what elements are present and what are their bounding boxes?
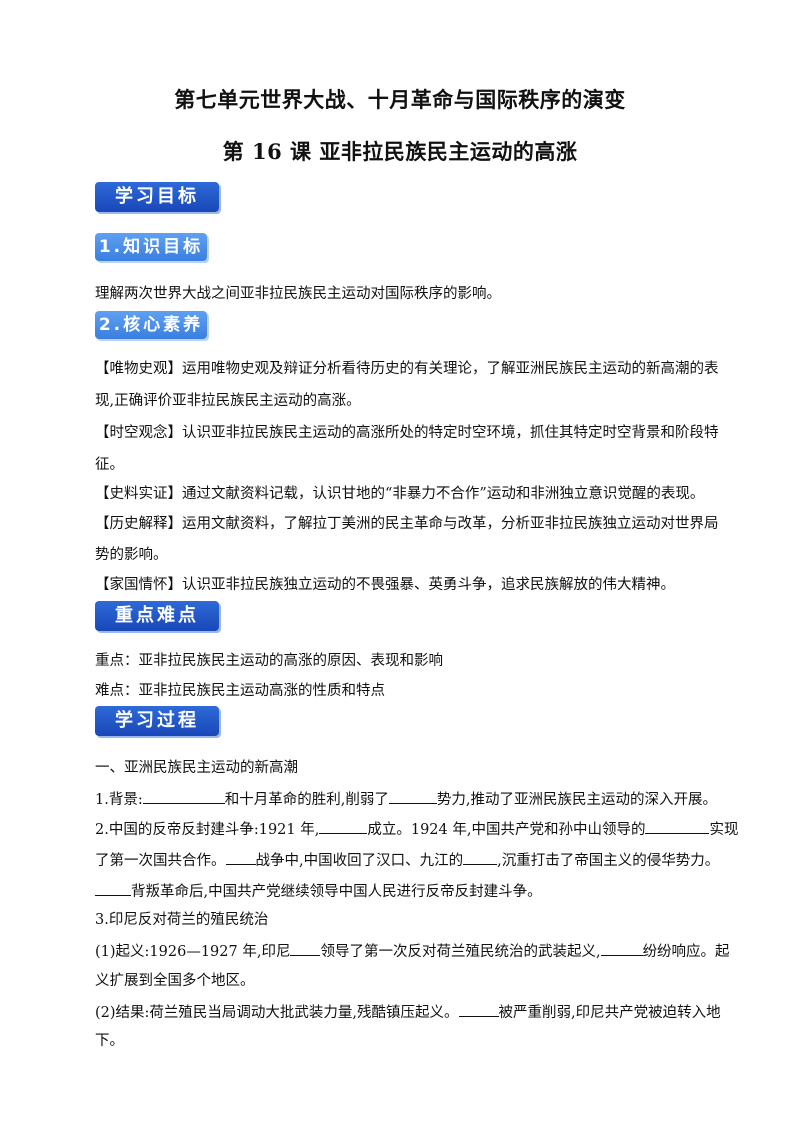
knowledge-goal-text: 理解两次世界大战之间亚非拉民族民主运动对国际秩序的影响。 xyxy=(95,286,501,302)
text-segment: 实现 xyxy=(709,822,739,838)
fill-blank[interactable] xyxy=(458,1001,499,1017)
section-heading: 一、亚洲民族民主运动的新高潮 xyxy=(95,760,298,776)
text-segment: 战争中,中国收回了汉口、九江的 xyxy=(255,853,464,869)
text-segment: 1.背景: xyxy=(95,792,143,808)
text-segment: 势力,推动了亚洲民族民主运动的深入开展。 xyxy=(436,792,717,808)
process-line-3: 了第一次国共合作。 战争中,中国收回了汉口、九江的 ,沉重打击了帝国主义的侵华势力。 xyxy=(95,849,719,871)
text-segment: ,沉重打击了帝国主义的侵华势力。 xyxy=(497,853,720,869)
process-line-4: 背叛革命后,中国共产党继续领导中国人民进行反帝反封建斗争。 xyxy=(95,880,715,902)
process-line-6: (1)起义:1926—1927 年,印尼 领导了第一次反对荷兰殖民统治的武装起义,… xyxy=(95,940,730,962)
fill-blank[interactable] xyxy=(319,818,368,834)
fill-blank[interactable] xyxy=(600,940,643,956)
lesson-title: 第 16 课 亚非拉民族民主运动的高涨 xyxy=(222,139,578,164)
fill-blank[interactable] xyxy=(290,940,321,956)
fill-blank[interactable] xyxy=(388,788,437,804)
difficult-point-text: 难点：亚非拉民族民主运动高涨的性质和特点 xyxy=(95,683,385,699)
core-literacy-line: 征。 xyxy=(95,457,124,473)
text-segment: 成立。1924 年,中国共产党和孙中山领导的 xyxy=(367,822,646,838)
text-segment: 2.中国的反帝反封建斗争:1921 年, xyxy=(95,822,320,838)
text-segment: 了第一次国共合作。 xyxy=(95,853,226,869)
badge-knowledge-goal: 1.知识目标 xyxy=(95,233,207,261)
process-line-5: 3.印尼反对荷兰的殖民统治 xyxy=(95,912,269,928)
text-segment: 纷纷响应。起 xyxy=(642,944,730,960)
process-line-9: 下。 xyxy=(95,1033,124,1049)
process-line-7: 义扩展到全国多个地区。 xyxy=(95,973,255,989)
fill-blank[interactable] xyxy=(95,880,131,896)
text-segment: 和十月革命的胜利,削弱了 xyxy=(224,792,389,808)
key-point-text: 重点：亚非拉民族民主运动的高涨的原因、表现和影响 xyxy=(95,653,443,669)
badge-learning-process: 学习过程 xyxy=(95,706,219,736)
badge-core-literacy: 2.核心素养 xyxy=(95,311,207,339)
fill-blank[interactable] xyxy=(463,849,498,865)
fill-blank[interactable] xyxy=(142,788,225,804)
core-literacy-line: 【历史解释】运用文献资料，了解拉丁美洲的民主革命与改革，分析亚非拉民族独立运动对… xyxy=(95,516,719,532)
process-line-1: 1.背景: 和十月革命的胜利,削弱了 势力,推动了亚洲民族民主运动的深入开展。 xyxy=(95,788,717,810)
core-literacy-line: 【史料实证】通过文献资料记载，认识甘地的“非暴力不合作”运动和非洲独立意识觉醒的… xyxy=(95,486,705,502)
process-line-8: (2)结果:荷兰殖民当局调动大批武装力量,残酷镇压起义。 被严重削弱,印尼共产党被… xyxy=(95,1001,721,1023)
core-literacy-line: 【唯物史观】运用唯物史观及辩证分析看待历史的有关理论，了解亚洲民族民主运动的新高… xyxy=(95,361,719,377)
core-literacy-line: 【时空观念】认识亚非拉民族民主运动的高涨所处的特定时空环境，抓住其特定时空背景和… xyxy=(95,425,719,441)
unit-title: 第七单元世界大战、十月革命与国际秩序的演变 xyxy=(174,87,626,112)
badge-learning-goals: 学习目标 xyxy=(95,182,219,212)
text-segment: 背叛革命后,中国共产党继续领导中国人民进行反帝反封建斗争。 xyxy=(131,884,542,900)
text-segment: 被严重削弱,印尼共产党被迫转入地 xyxy=(498,1005,721,1021)
fill-blank[interactable] xyxy=(225,849,256,865)
fill-blank[interactable] xyxy=(645,818,710,834)
text-segment: (2)结果:荷兰殖民当局调动大批武装力量,残酷镇压起义。 xyxy=(95,1005,459,1021)
core-literacy-line: 现,正确评价亚非拉民族民主运动的高涨。 xyxy=(95,393,361,409)
process-line-2: 2.中国的反帝反封建斗争:1921 年, 成立。1924 年,中国共产党和孙中山领… xyxy=(95,818,738,840)
text-segment: (1)起义:1926—1927 年,印尼 xyxy=(95,944,291,960)
core-literacy-line: 势的影响。 xyxy=(95,547,168,563)
core-literacy-line: 【家国情怀】认识亚非拉民族独立运动的不畏强暴、英勇斗争，追求民族解放的伟大精神。 xyxy=(95,577,675,593)
text-segment: 领导了第一次反对荷兰殖民统治的武装起义, xyxy=(320,944,601,960)
badge-key-points: 重点难点 xyxy=(95,601,219,631)
